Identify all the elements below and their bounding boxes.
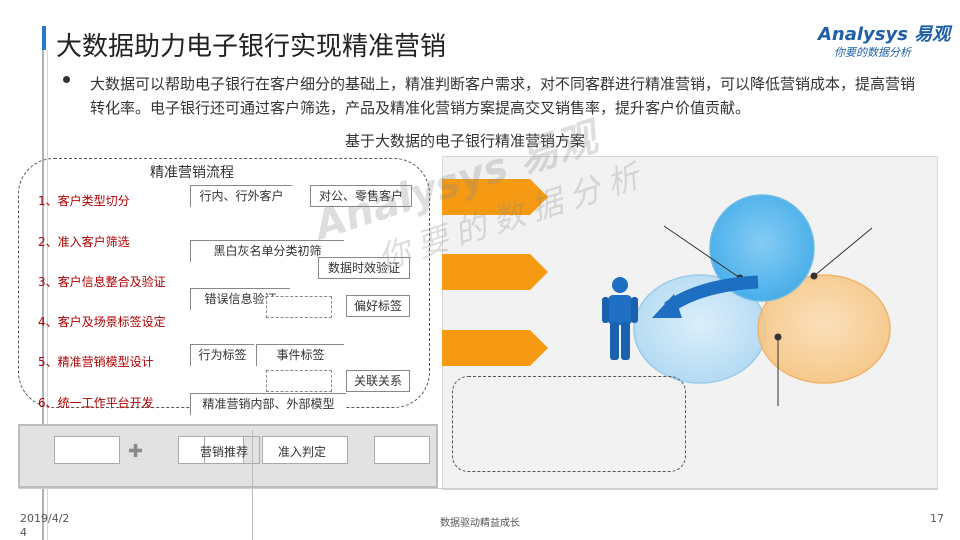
tag-blackwhite-list: 黑白灰名单分类初筛 xyxy=(190,240,344,262)
platform-box-1 xyxy=(54,436,120,464)
flow-title: 精准营销流程 xyxy=(150,165,234,181)
footer-center-text: 数据驱动精益成长 xyxy=(440,518,520,529)
footer-rule xyxy=(18,488,938,489)
page-number: 17 xyxy=(930,512,944,525)
orange-arrow-2 xyxy=(442,254,548,290)
tag-inner-outer: 行内、行外客户 xyxy=(190,185,292,207)
venn-circle-right xyxy=(757,274,891,384)
tag-error-check: 错误信息验证 xyxy=(190,288,290,310)
tag-preference: 偏好标签 xyxy=(346,295,410,317)
flow-step-5: 5、精准营销模型设计 xyxy=(38,355,154,369)
flow-step-6: 6、统一工作平台开发 xyxy=(38,396,154,410)
footer-date: 2019/4/2 4 xyxy=(20,512,70,539)
tag-event: 事件标签 xyxy=(256,344,344,366)
venn-circle-top xyxy=(709,194,815,302)
diagram-subtitle: 基于大数据的电子银行精准营销方案 xyxy=(344,132,585,150)
bullet-dot xyxy=(63,76,70,83)
platform-box-3 xyxy=(204,436,260,464)
note-box xyxy=(452,376,686,472)
tag-models: 精准营销内部、外部模型 xyxy=(190,393,346,415)
page-title: 大数据助力电子银行实现精准营销 xyxy=(56,32,447,62)
title-accent-bar xyxy=(42,26,46,50)
platform-box-5 xyxy=(374,436,430,464)
tag-corp-retail: 对公、零售客户 xyxy=(310,185,412,207)
flow-step-3: 3、客户信息整合及验证 xyxy=(38,275,166,289)
brand-logo: Analysys 易观 你要的数据分析 xyxy=(812,20,950,64)
flow-step-2: 2、准入客户筛选 xyxy=(38,235,130,249)
tag-data-validity: 数据时效验证 xyxy=(318,257,410,279)
divider-line xyxy=(252,430,253,540)
tag-blank-2 xyxy=(266,370,332,392)
venn-diagram xyxy=(633,194,891,406)
orange-arrow-1 xyxy=(442,179,548,215)
plus-icon: ✚ xyxy=(128,441,144,462)
person-icon xyxy=(602,277,638,360)
brand-logo-name: Analysys 易观 xyxy=(818,24,951,45)
left-guide-line xyxy=(42,50,44,540)
tag-association: 关联关系 xyxy=(346,370,410,392)
orange-arrow-3 xyxy=(442,330,548,366)
brand-logo-tagline: 你要的数据分析 xyxy=(834,46,911,59)
bullet-text: 大数据可以帮助电子银行在客户细分的基础上，精准判断客户需求，对不同客群进行精准营… xyxy=(90,75,916,117)
tag-behavior: 行为标签 xyxy=(190,344,254,366)
left-guide-line-inner xyxy=(47,50,48,540)
flow-step-1: 1、客户类型切分 xyxy=(38,194,130,208)
tag-blank-1 xyxy=(266,296,332,318)
platform-box-4 xyxy=(262,436,348,464)
access-decision-label: 准入判定 xyxy=(277,445,326,459)
marketing-recommend-label: 营销推荐 xyxy=(199,445,248,459)
flow-step-4: 4、客户及场景标签设定 xyxy=(38,315,166,329)
